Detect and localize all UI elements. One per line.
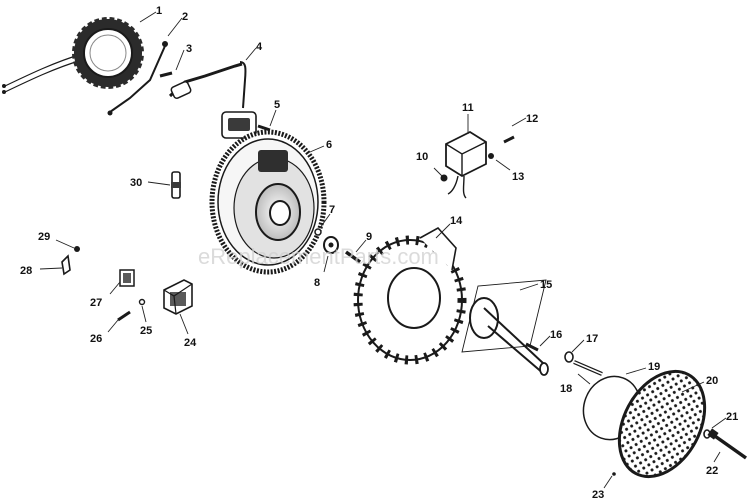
part-screw-16 [525,342,539,352]
part-flywheel [209,129,327,275]
part-clip-28 [61,254,71,276]
part-grille-screen [617,369,707,479]
callout-25: 25 [140,325,152,337]
callout-12: 12 [526,113,538,125]
callout-23: 23 [592,489,604,501]
part-washer-25 [138,298,146,306]
callout-9: 9 [366,231,372,243]
part-screw-12 [503,135,515,144]
part-washer-7 [314,228,322,236]
part-pin-18 [573,360,603,376]
part-ground-lead [107,41,168,116]
part-ignition-module [168,61,257,139]
callout-29: 29 [38,231,50,243]
callout-5: 5 [274,99,280,111]
part-screw-3 [159,71,173,78]
callout-18: 18 [560,383,572,395]
part-screw-23 [612,472,616,476]
watermark-text: eReplacementParts.com [198,244,439,269]
callout-26: 26 [90,333,102,345]
part-screw-9 [344,250,362,264]
part-washer-17 [564,351,574,363]
callout-2: 2 [182,11,188,23]
callout-numbers: 1 2 3 4 5 6 7 8 9 10 11 12 13 14 15 16 1… [20,5,738,501]
callout-27: 27 [90,297,102,309]
callout-24: 24 [184,337,197,349]
part-stator [2,15,146,94]
callout-13: 13 [512,171,524,183]
part-fan [353,226,467,365]
callout-21: 21 [726,411,738,423]
callout-1: 1 [156,5,162,17]
callout-30: 30 [130,177,142,189]
callout-7: 7 [329,204,335,216]
part-washer-8 [323,236,339,254]
part-screw-26 [117,310,131,322]
callout-16: 16 [550,329,562,341]
callout-17: 17 [586,333,598,345]
callout-20: 20 [706,375,718,387]
part-nut-13 [488,153,494,159]
part-nut-10 [440,174,448,182]
callout-19: 19 [648,361,660,373]
callout-4: 4 [256,41,263,53]
part-nut-29 [74,246,80,252]
callout-15: 15 [540,279,552,291]
callout-28: 28 [20,265,32,277]
part-bracket-27 [119,269,135,287]
part-module-24 [163,279,193,315]
callout-8: 8 [314,277,320,289]
callout-3: 3 [186,43,192,55]
part-shaft-hub [461,279,549,376]
callout-10: 10 [416,151,428,163]
part-screw-5 [257,124,271,132]
callout-leaders [39,11,727,489]
callout-14: 14 [450,215,463,227]
callout-22: 22 [706,465,718,477]
callout-6: 6 [326,139,332,151]
callout-11: 11 [462,102,474,114]
part-spark-plug [171,171,181,199]
part-bolt-22 [707,428,748,460]
part-rectifier [445,130,487,199]
